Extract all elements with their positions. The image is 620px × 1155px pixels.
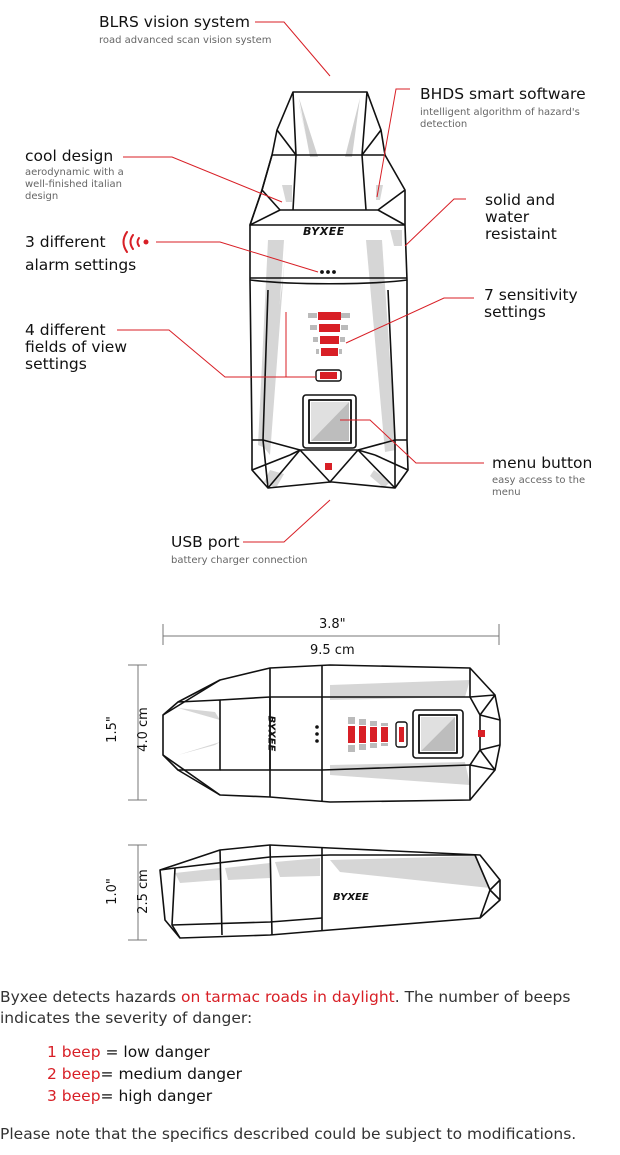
- dimension-lines: [128, 624, 500, 941]
- callout-title: USB port: [171, 533, 240, 551]
- callout-solid: solid and water resistaint: [485, 192, 557, 243]
- callout-line: alarm settings: [25, 256, 137, 274]
- callout-line: 7 sensitivity: [484, 286, 578, 304]
- callout-sub: battery charger connection: [171, 555, 308, 566]
- brand-logo-front: BYXEE: [303, 225, 345, 238]
- callout-line: 3 different: [25, 233, 106, 251]
- callout-usb: USB port battery charger connection: [171, 534, 307, 567]
- callout-sub: road advanced scan vision system: [99, 35, 272, 46]
- brand-logo-top: BYXEE: [265, 715, 277, 752]
- para-text: . The number of beeps: [394, 988, 571, 1006]
- sound-wave-icon: [122, 231, 149, 253]
- depth-cm: 2.5 cm: [135, 869, 151, 914]
- callout-line: solid and: [485, 191, 556, 209]
- height-cm: 4.0 cm: [135, 707, 151, 752]
- depth-inches: 1.0": [104, 878, 120, 905]
- side-view-device: [159, 844, 501, 939]
- callout-line: fields of view: [25, 338, 128, 356]
- height-inches: 1.5": [104, 716, 120, 743]
- callout-title: BHDS smart software: [420, 85, 586, 103]
- callout-sub: well-finished italian: [25, 179, 122, 190]
- callout-line: settings: [25, 355, 87, 373]
- description-paragraph: Byxee detects hazards on tarmac roads in…: [0, 987, 620, 1029]
- top-view-device: [162, 664, 501, 803]
- callout-title: menu button: [492, 454, 593, 472]
- callout-line: settings: [484, 303, 546, 321]
- beep-item: 1 beep = low danger: [47, 1043, 210, 1061]
- callout-sensitivity: 7 sensitivity settings: [484, 287, 578, 321]
- callout-sub: aerodynamic with a: [25, 167, 124, 178]
- para-text: indicates the severity of danger:: [0, 1009, 253, 1027]
- beep-item: 3 beep= high danger: [47, 1087, 213, 1105]
- callout-sub: menu: [492, 487, 521, 498]
- front-view-leds: [308, 270, 350, 379]
- beep-item: 2 beep= medium danger: [47, 1065, 242, 1083]
- callout-sub: design: [25, 191, 59, 202]
- callout-cool-design: cool design aerodynamic with a well-fini…: [25, 148, 124, 203]
- callout-sub: intelligent algorithm of hazard's: [420, 107, 580, 118]
- top-view-leds: [315, 717, 404, 752]
- para-text: Byxee detects hazards: [0, 988, 181, 1006]
- callout-sub: detection: [420, 119, 468, 130]
- callout-title: BLRS vision system: [99, 13, 250, 31]
- callout-fields: 4 different fields of view settings: [25, 322, 127, 373]
- note: Please note that the specifics described…: [0, 1125, 577, 1143]
- width-inches: 3.8": [319, 617, 346, 632]
- width-cm: 9.5 cm: [310, 643, 355, 658]
- callout-blrs: BLRS vision system road advanced scan vi…: [99, 14, 272, 47]
- callout-alarm: 3 different alarm settings: [25, 234, 136, 274]
- callout-line: resistaint: [485, 225, 557, 243]
- callout-title: cool design: [25, 147, 114, 165]
- callout-sub: easy access to the: [492, 475, 586, 486]
- beep-list: 1 beep = low danger 2 beep= medium dange…: [47, 1041, 242, 1107]
- front-view-device: [249, 91, 409, 489]
- para-highlight: on tarmac roads in daylight: [181, 988, 395, 1006]
- callout-bhds: BHDS smart software intelligent algorith…: [420, 86, 586, 131]
- callout-leaders: [117, 21, 484, 543]
- brand-logo-side: BYXEE: [333, 892, 369, 903]
- callout-line: water: [485, 208, 530, 226]
- callout-menu: menu button easy access to the menu: [492, 455, 592, 499]
- callout-line: 4 different: [25, 321, 106, 339]
